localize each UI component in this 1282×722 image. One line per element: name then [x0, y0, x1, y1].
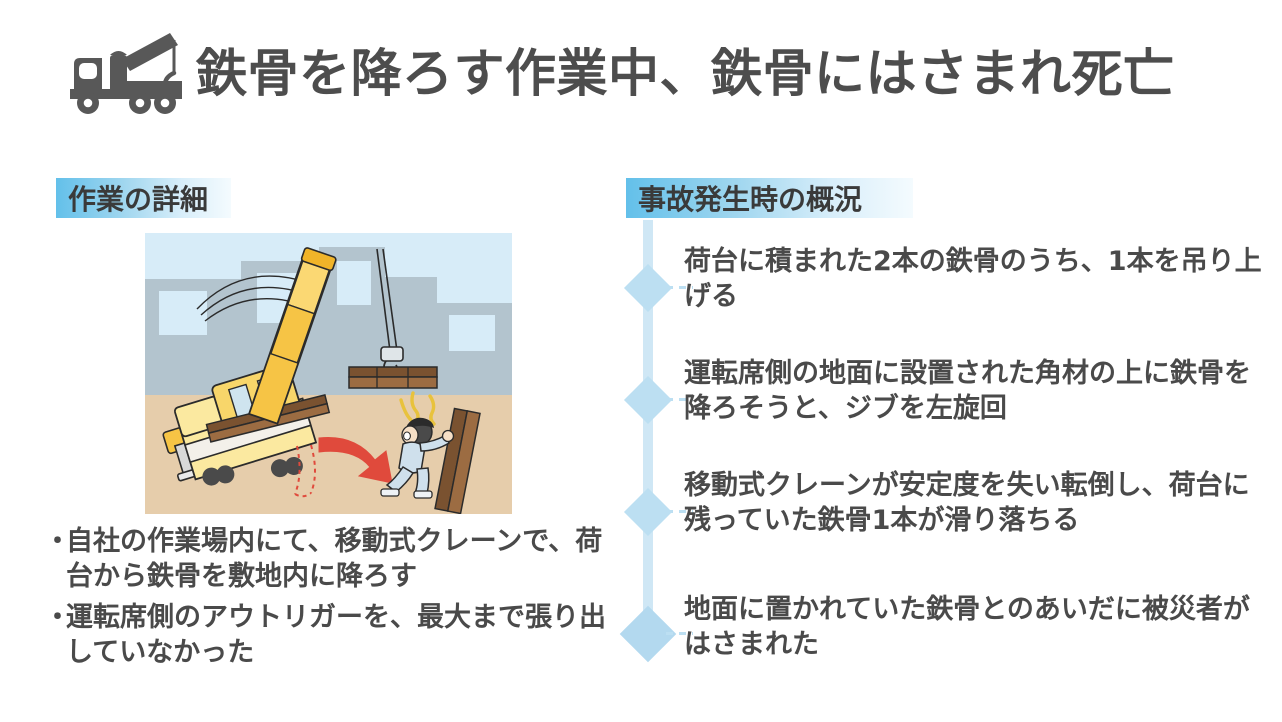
list-item-text: 運転席側のアウトリガーを、最大まで張り出していなかった — [66, 602, 606, 669]
list-item: ・ 運転席側のアウトリガーを、最大まで張り出していなかった — [44, 600, 624, 670]
timeline-connector-dash — [666, 510, 693, 513]
timeline-step-text: 荷台に積まれた2本の鉄骨のうち、1本を吊り上げる — [684, 246, 1262, 313]
crane-tipping-accident-illustration — [145, 233, 512, 514]
section-header-work-details: 作業の詳細 — [56, 178, 231, 218]
bullet-marker-icon: ・ — [44, 526, 71, 557]
page-title: 鉄骨を降ろす作業中、鉄骨にはさまれ死亡 — [196, 44, 1175, 104]
section-header-accident-overview-label: 事故発生時の概況 — [638, 183, 863, 216]
timeline-step-text: 運転席側の地面に設置された角材の上に鉄骨を降ろそうと、ジブを左旋回 — [684, 358, 1251, 425]
timeline-track — [643, 220, 653, 636]
section-header-work-details-label: 作業の詳細 — [68, 183, 209, 216]
work-details-bullet-list: ・ 自社の作業場内にて、移動式クレーンで、荷台から鉄骨を敷地内に降ろす ・ 運転… — [44, 524, 624, 676]
list-item-text: 自社の作業場内にて、移動式クレーンで、荷台から鉄骨を敷地内に降ろす — [66, 526, 603, 593]
accident-timeline: 荷台に積まれた2本の鉄骨のうち、1本を吊り上げる 運転席側の地面に設置された角材… — [619, 220, 1266, 670]
timeline-connector-dash — [666, 632, 693, 635]
timeline-step-text: 地面に置かれていた鉄骨とのあいだに被災者がはさまれた — [684, 594, 1250, 661]
bullet-marker-icon: ・ — [44, 602, 71, 634]
crane-truck-icon — [70, 33, 182, 114]
timeline-step-text: 移動式クレーンが安定度を失い転倒し、荷台に残っていた鉄骨1本が滑り落ちる — [684, 470, 1250, 537]
page-title-bar: 鉄骨を降ろす作業中、鉄骨にはさまれ死亡 — [0, 26, 1282, 122]
timeline-connector-dash — [666, 286, 693, 289]
list-item: ・ 自社の作業場内にて、移動式クレーンで、荷台から鉄骨を敷地内に降ろす — [44, 524, 624, 594]
timeline-diamond-icon — [623, 487, 673, 537]
timeline-diamond-icon — [623, 263, 673, 313]
timeline-connector-dash — [666, 398, 693, 401]
section-header-accident-overview: 事故発生時の概況 — [626, 178, 913, 218]
timeline-diamond-icon — [623, 375, 673, 425]
